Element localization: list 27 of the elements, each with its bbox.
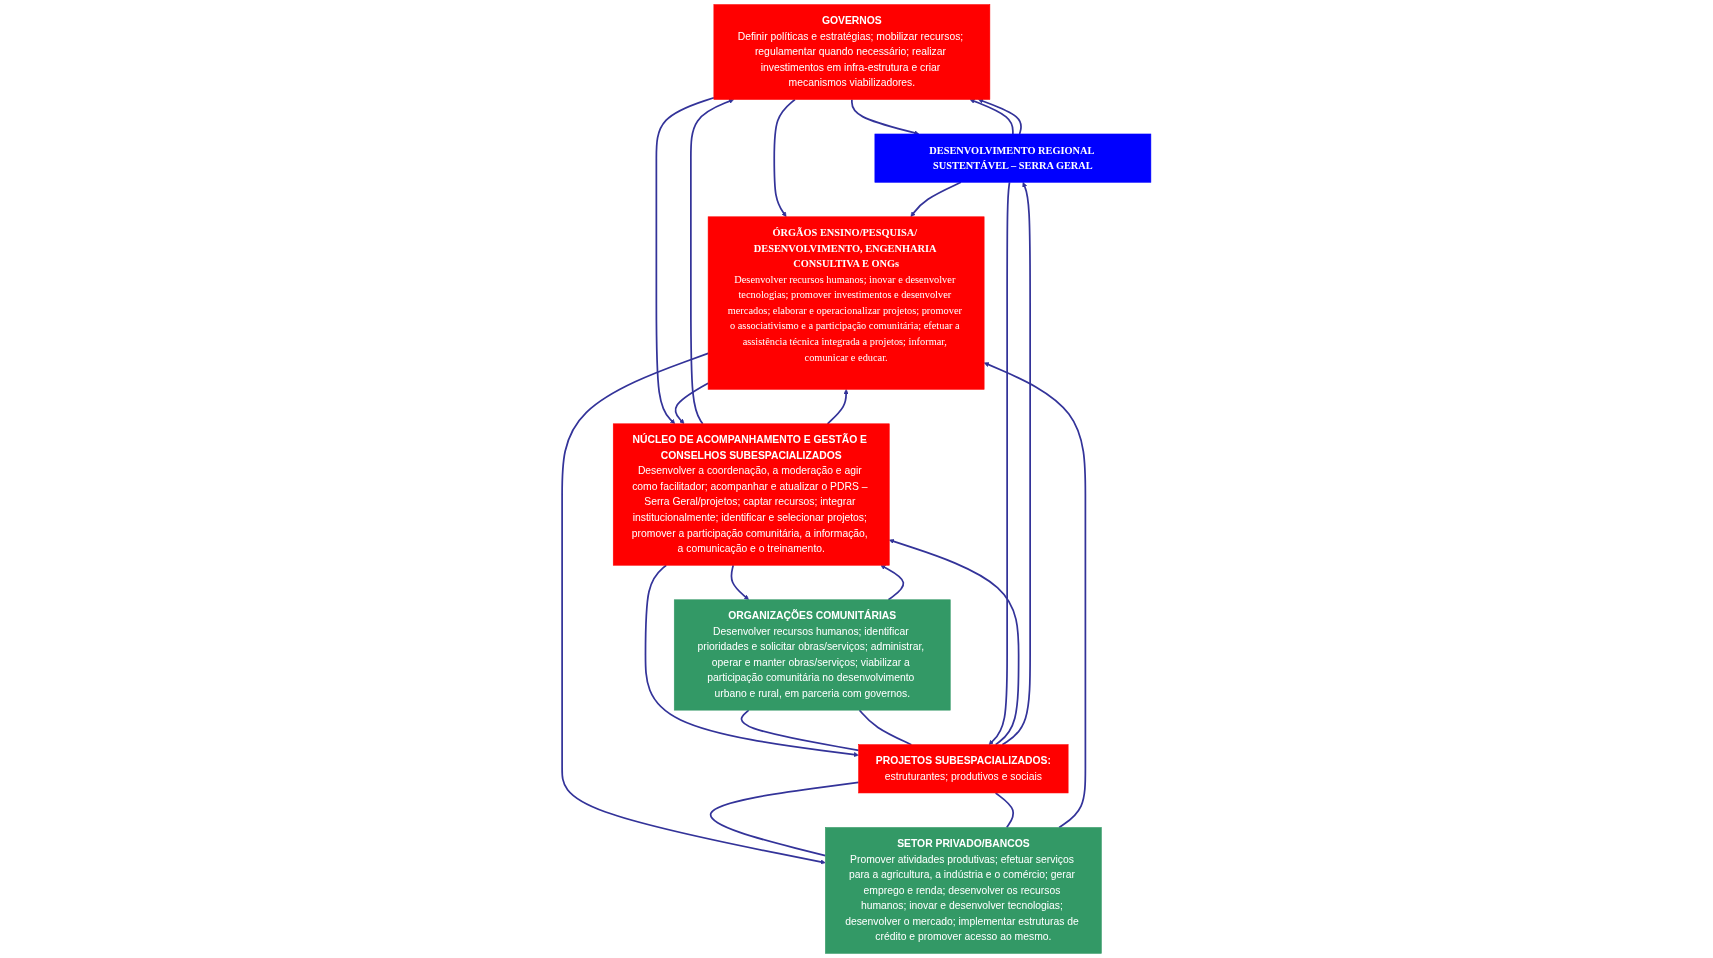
node-box: ORGANIZAÇÕES COMUNITÁRIAS Desenvolver recursos humanos; identificar prioridades e solicitar obras/serviços; administrar, operar e manter obras/serviços; viabilizar a participação comunitária no desenvolvimento urbano e rural, em parceria com governos. — [673, 599, 951, 711]
arrow — [690, 98, 735, 425]
arrow — [730, 564, 749, 600]
arrow — [561, 352, 826, 865]
arrow — [773, 98, 796, 217]
node-box: DESENVOLVIMENTO REGIONAL SUSTENTÁVEL – SERRA GERAL — [874, 133, 1152, 183]
arrow — [978, 98, 1023, 135]
connector — [710, 781, 860, 857]
arrow — [889, 538, 1020, 746]
connector — [994, 792, 1015, 829]
arrow — [910, 181, 962, 217]
arrow — [674, 382, 709, 425]
arrow — [969, 98, 1014, 135]
arrow — [983, 362, 1087, 829]
arrow — [655, 96, 715, 425]
node-box: PROJETOS SUBESPACIALIZADOS: estruturantes; produtivos e sociais — [858, 744, 1069, 794]
node-box: GOVERNOS Definir políticas e estratégias; mobilizar recursos; regulamentar quando necessário; realizar investimentos em infra-estrutura e criar mecanismos viabilizadores. — [713, 4, 991, 100]
connector — [858, 709, 913, 746]
arrow — [1001, 182, 1031, 746]
node-box: NÚCLEO DE ACOMPANHAMENTO E GESTÃO E CONSELHOS SUBESPACIALIZADOS Desenvolver a coordenação, a moderação e agir como facilitador; acompanhar e atualizar o PDRS – Serra Geral/projetos; captar recursos; integrar institucionalmente; identificar e selecionar projetos; promover a participação comunitária, a informação, a comunicação e o treinamento. — [612, 423, 890, 566]
arrow — [880, 565, 905, 601]
node-box: SETOR PRIVADO/BANCOS Promover atividades produtivas; efetuar serviços para a agricultura, a indústria e o comércio; gerar emprego e renda; desenvolver os recursos humanos; inovar e desenvolver tecnologias; desenvolver o mercado; implementar estruturas de crédito e promover acesso ao mesmo. — [825, 827, 1102, 954]
arrow — [644, 564, 859, 758]
node-box: ÓRGÃOS ENSINO/PESQUISA/ DESENVOLVIMENTO, ENGENHARIA CONSULTIVA E ONGs Desenvolver recursos humanos; inovar e desenvolver tecnologias; promover investimentos e desenvolver mercados; elaborar e operacionalizar projetos; promover o associativismo e a participação comunitária; efetuar a assistência técnica integrada a projetos; informar, comunicar e educar. — [707, 216, 985, 390]
arrow — [988, 181, 1011, 745]
connector — [740, 709, 860, 752]
arrow — [826, 389, 849, 425]
